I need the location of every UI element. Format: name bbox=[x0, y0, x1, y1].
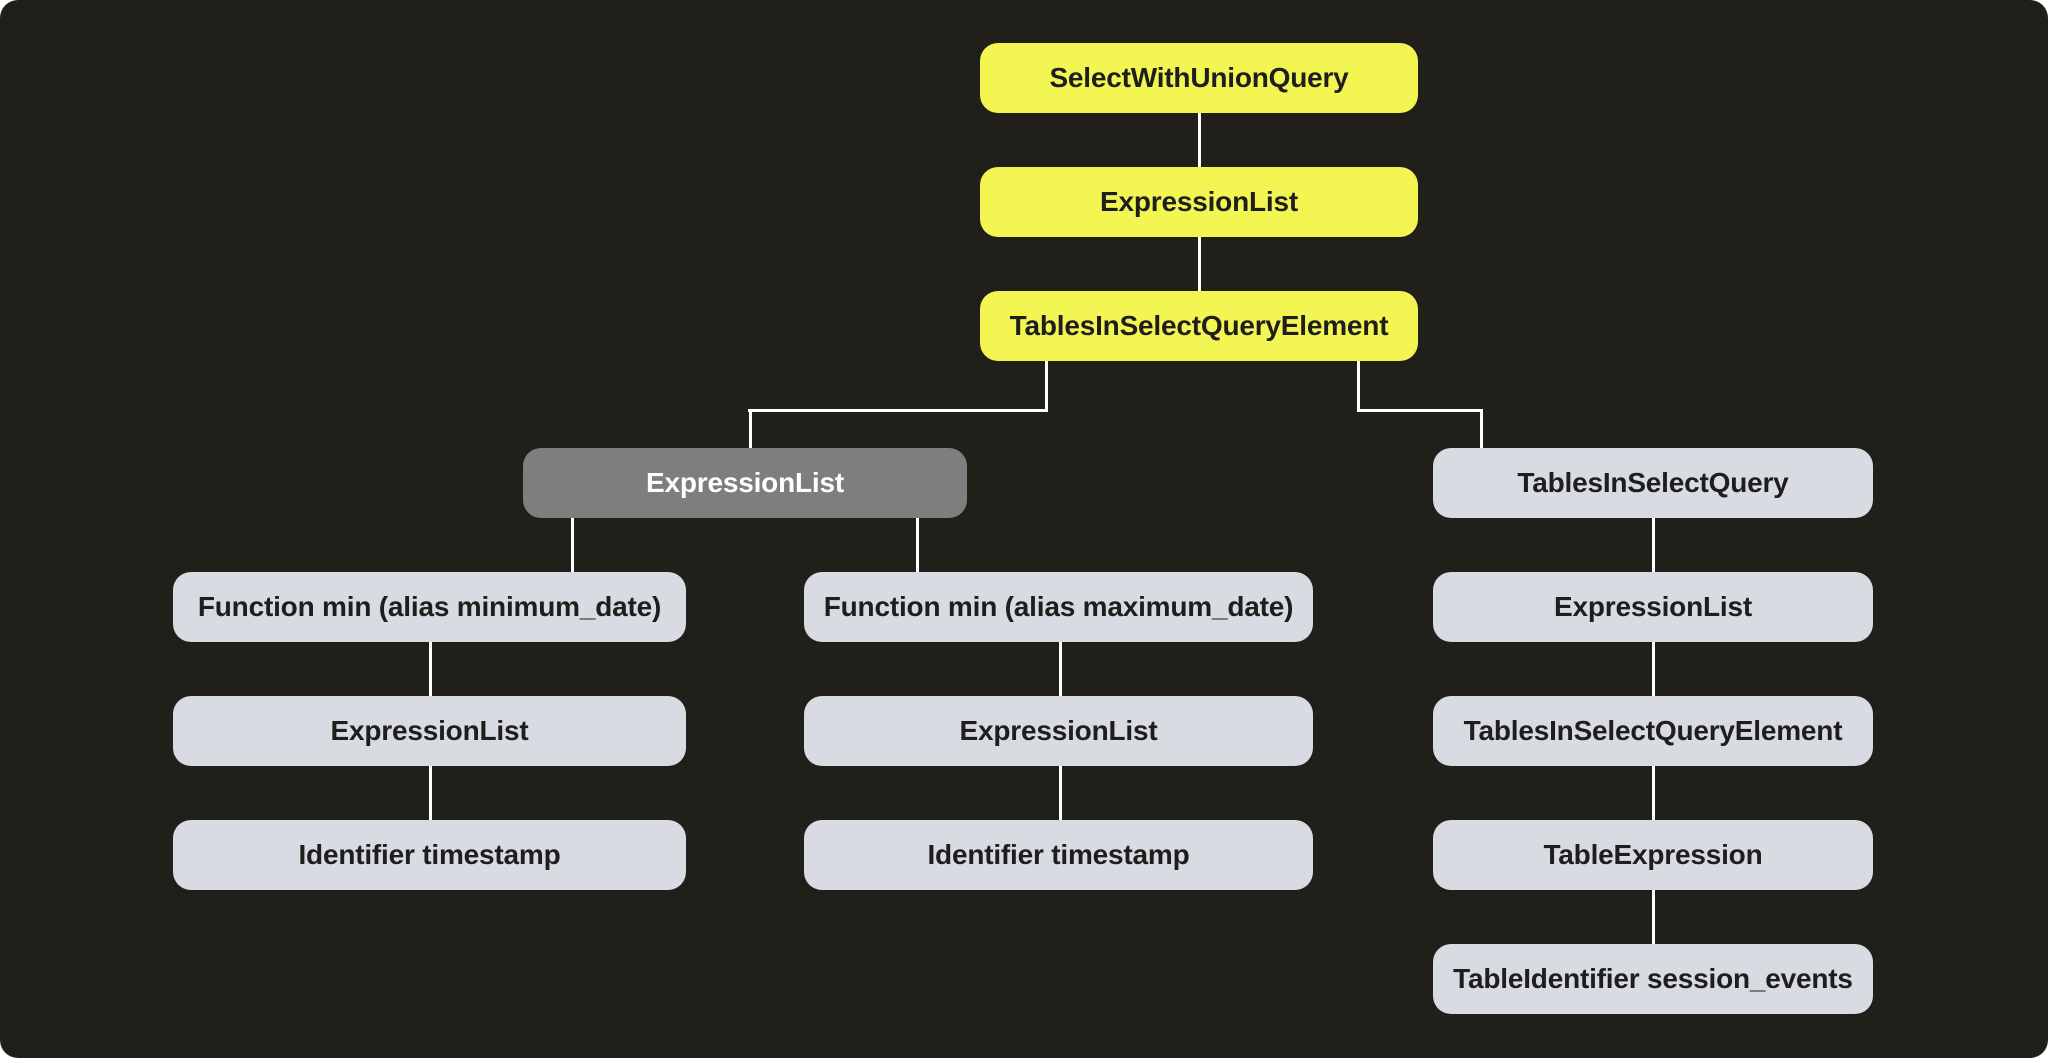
edge-tableexpression-to-tableidentifier bbox=[1652, 887, 1655, 947]
edge-selected-to-function-max bbox=[916, 515, 919, 575]
edge-root-expressionlist bbox=[1198, 110, 1201, 170]
node-tablesinselectquery: TablesInSelectQuery bbox=[1433, 448, 1873, 518]
edge-branch-left-into-selected bbox=[749, 409, 752, 451]
node-function-min-maximum-date: Function min (alias maximum_date) bbox=[804, 572, 1313, 642]
node-function-min-minimum-date: Function min (alias minimum_date) bbox=[173, 572, 686, 642]
node-expressionlist-selected: ExpressionList bbox=[523, 448, 967, 518]
node-expressionlist-root: ExpressionList bbox=[980, 167, 1418, 237]
node-tableidentifier-session-events: TableIdentifier session_events bbox=[1433, 944, 1873, 1014]
edge-expressionlist-to-identifier-middle bbox=[1059, 763, 1062, 823]
edge-branch-right-drop bbox=[1357, 358, 1360, 412]
edge-expressionlist-to-tablesinselectqueryelement-right bbox=[1652, 639, 1655, 699]
edge-expressionlist-to-identifier-left bbox=[429, 763, 432, 823]
node-tablesinselectqueryelement-right: TablesInSelectQueryElement bbox=[1433, 696, 1873, 766]
node-tableexpression: TableExpression bbox=[1433, 820, 1873, 890]
edge-tablesinselectqueryelement-to-tableexpression bbox=[1652, 763, 1655, 823]
edge-tablesinselectquery-to-expressionlist bbox=[1652, 515, 1655, 575]
edge-branch-left-horizontal bbox=[748, 409, 1047, 412]
node-identifier-timestamp-middle: Identifier timestamp bbox=[804, 820, 1313, 890]
node-expressionlist-right: ExpressionList bbox=[1433, 572, 1873, 642]
edge-branch-right-horizontal bbox=[1357, 409, 1482, 412]
edge-selected-to-function-min bbox=[571, 515, 574, 575]
node-expressionlist-left: ExpressionList bbox=[173, 696, 686, 766]
node-identifier-timestamp-left: Identifier timestamp bbox=[173, 820, 686, 890]
node-selectwithunionquery: SelectWithUnionQuery bbox=[980, 43, 1418, 113]
node-tablesinselectqueryelement-root: TablesInSelectQueryElement bbox=[980, 291, 1418, 361]
edge-branch-right-into-tablesinselectquery bbox=[1480, 409, 1483, 451]
edge-function-min-to-expressionlist bbox=[429, 639, 432, 699]
node-expressionlist-middle: ExpressionList bbox=[804, 696, 1313, 766]
edge-expressionlist-tablesinselectqueryelement bbox=[1198, 234, 1201, 294]
edge-function-max-to-expressionlist bbox=[1059, 639, 1062, 699]
edge-branch-left-drop bbox=[1045, 358, 1048, 412]
